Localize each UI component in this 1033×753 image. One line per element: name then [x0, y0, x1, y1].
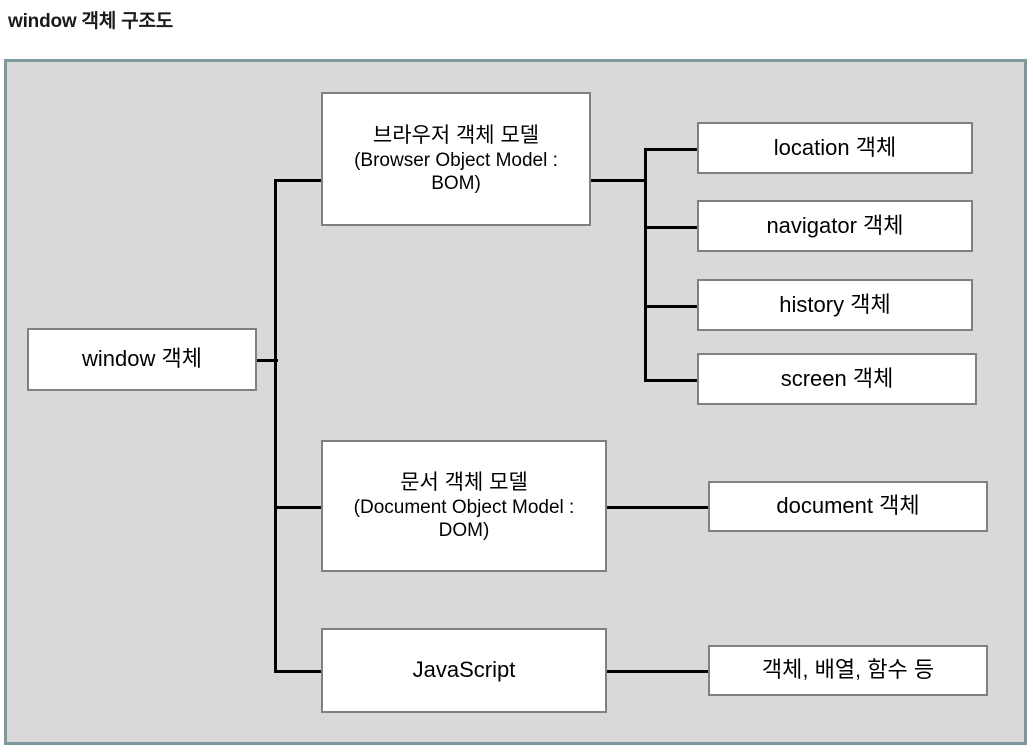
node-bom-label-en-line2: BOM) — [431, 172, 481, 194]
page-title: window 객체 구조도 — [8, 11, 174, 32]
node-dom-label-en-line1: (Document Object Model : — [353, 496, 575, 518]
node-javascript[interactable]: JavaScript — [321, 628, 607, 713]
node-document-label: document 객체 — [776, 493, 920, 519]
edge-bom-to-fanout — [590, 179, 646, 182]
node-javascript-members-label: 객체, 배열, 함수 등 — [761, 657, 935, 683]
edge-javascript-to-members — [606, 670, 709, 673]
edge-fanout-to-navigator — [644, 226, 697, 229]
node-browser-object-model[interactable]: 브라우저 객체 모델 (Browser Object Model : BOM) — [321, 92, 591, 226]
diagram-canvas: window 객체 브라우저 객체 모델 (Browser Object Mod… — [4, 59, 1027, 745]
node-bom-label-en-line1: (Browser Object Model : — [354, 149, 558, 171]
edge-fanout-to-history — [644, 305, 697, 308]
node-window-label: window 객체 — [82, 346, 202, 372]
node-navigator[interactable]: navigator 객체 — [697, 200, 973, 252]
connector-layer — [7, 62, 1024, 742]
node-window[interactable]: window 객체 — [27, 328, 257, 391]
node-navigator-label: navigator 객체 — [766, 212, 904, 238]
node-dom-label-en-line2: DOM) — [438, 519, 490, 541]
edge-trunk-to-dom — [274, 506, 322, 509]
node-document-object-model[interactable]: 문서 객체 모델 (Document Object Model : DOM) — [321, 440, 607, 572]
node-location-label: location 객체 — [773, 134, 897, 160]
node-javascript-members[interactable]: 객체, 배열, 함수 등 — [708, 645, 988, 696]
node-javascript-label: JavaScript — [412, 657, 516, 683]
node-history-label: history 객체 — [779, 291, 891, 317]
node-location[interactable]: location 객체 — [697, 122, 973, 174]
node-document[interactable]: document 객체 — [708, 481, 988, 532]
node-screen-label: screen 객체 — [780, 365, 894, 391]
edge-bom-fanout-trunk — [644, 148, 647, 382]
edge-fanout-to-screen — [644, 379, 697, 382]
node-layer: window 객체 브라우저 객체 모델 (Browser Object Mod… — [7, 62, 1024, 742]
node-dom-label-ko: 문서 객체 모델 — [400, 471, 528, 495]
node-screen[interactable]: screen 객체 — [697, 353, 977, 405]
edge-dom-to-document — [606, 506, 709, 509]
node-history[interactable]: history 객체 — [697, 279, 973, 331]
edge-trunk-to-javascript — [274, 670, 322, 673]
edge-fanout-to-location — [644, 148, 697, 151]
node-bom-label-ko: 브라우저 객체 모델 — [372, 124, 540, 148]
edge-main-trunk — [274, 179, 277, 673]
edge-trunk-to-bom — [274, 179, 322, 182]
edge-window-to-trunk — [256, 359, 278, 362]
